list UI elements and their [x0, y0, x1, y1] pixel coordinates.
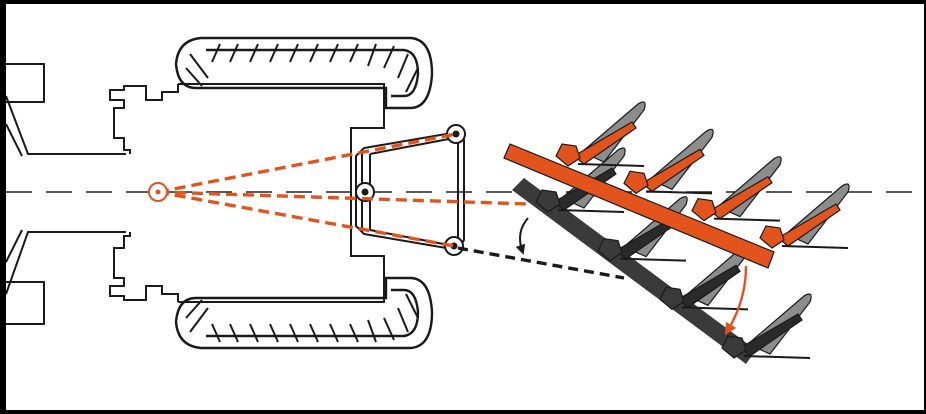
plough-beam-raised: [503, 143, 775, 269]
plough-body-lowered: [721, 293, 812, 359]
plough-body-raised: [759, 183, 850, 249]
plough-body-raised: [691, 156, 782, 222]
tractor-body: [109, 83, 385, 303]
trajectory-lines: [157, 132, 529, 248]
three-point-hitch-icon: [355, 124, 466, 256]
plough-diagram: [6, 36, 924, 364]
lower-link-line: [457, 246, 625, 280]
plough-raised: [503, 101, 850, 269]
plough-body-raised: [623, 128, 714, 195]
plough-beam-lowered: [512, 178, 756, 364]
diagram-panel: [6, 4, 924, 410]
pivot-point-icon: [148, 182, 168, 202]
front-axle-icon: [6, 63, 126, 325]
drop-arrow: [724, 265, 748, 336]
plough-body-raised: [555, 101, 646, 167]
rotation-arrow: [515, 217, 529, 255]
rear-wheel-icon: [174, 276, 434, 350]
rear-wheel-icon: [174, 36, 434, 110]
